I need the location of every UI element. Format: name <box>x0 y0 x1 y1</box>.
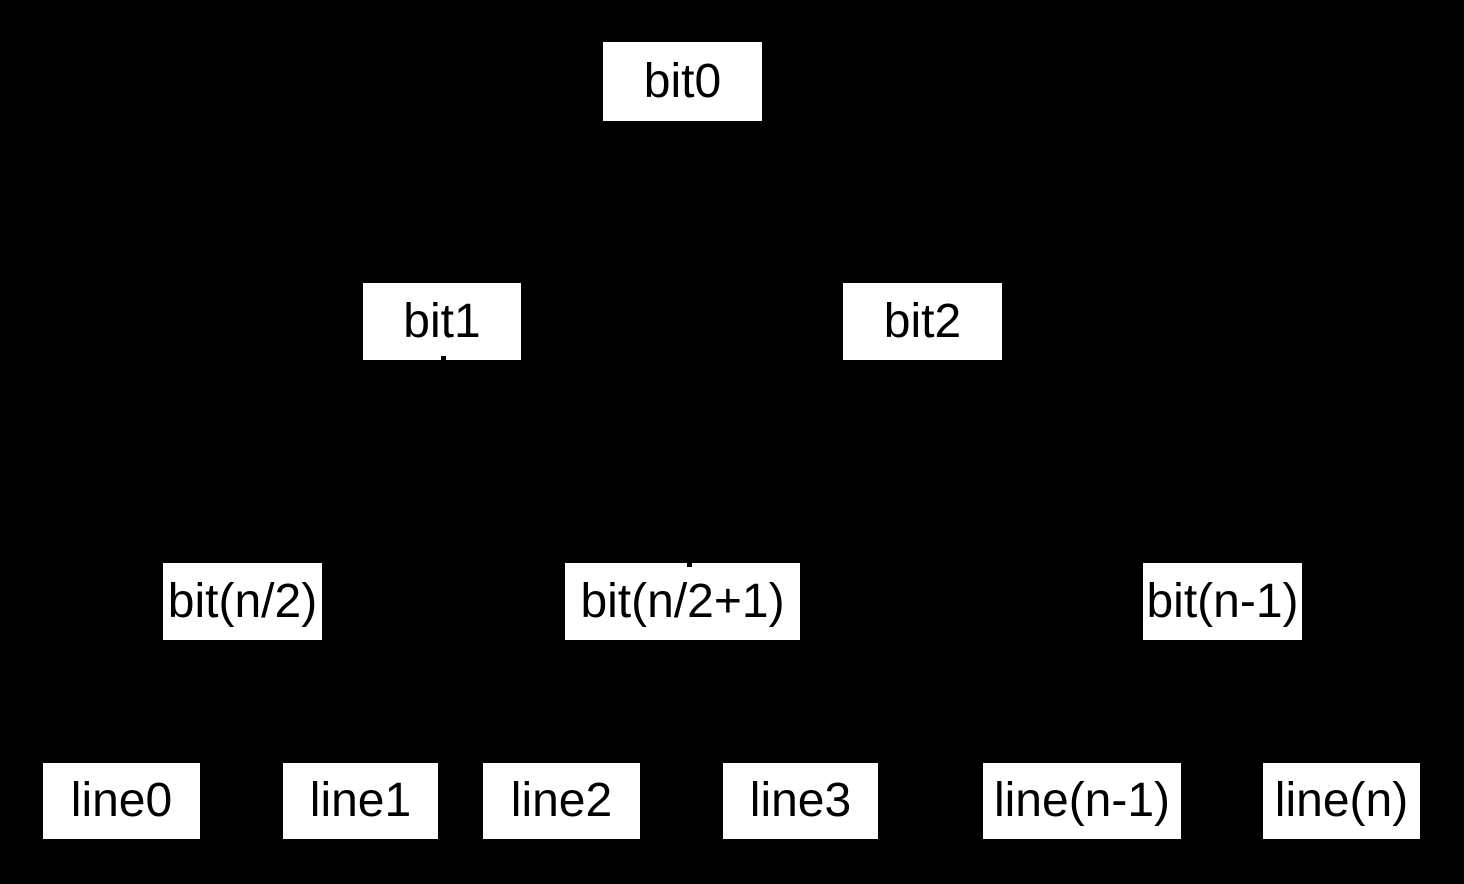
node-bit1: bit1 <box>363 283 521 360</box>
connector-stub-below-bit1 <box>441 356 446 360</box>
node-line-n-minus-1: line(n-1) <box>983 763 1181 839</box>
node-line0: line0 <box>43 763 200 839</box>
node-bit-n-half: bit(n/2) <box>163 563 322 640</box>
node-bit-n-half-plus-1: bit(n/2+1) <box>565 563 800 640</box>
node-line2: line2 <box>483 763 640 839</box>
node-line-n: line(n) <box>1263 763 1420 839</box>
node-bit-n-minus-1: bit(n-1) <box>1143 563 1302 640</box>
node-line1: line1 <box>283 763 438 839</box>
node-line3: line3 <box>723 763 878 839</box>
connector-stub-above-bit-n-half-plus-1 <box>687 563 692 567</box>
node-bit0: bit0 <box>603 42 762 121</box>
node-bit2: bit2 <box>843 283 1002 360</box>
